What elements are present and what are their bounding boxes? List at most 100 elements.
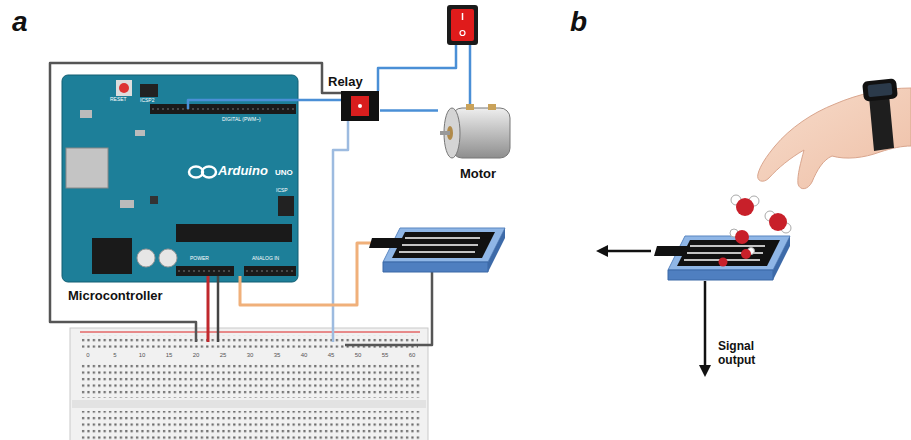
breadboard-number: 20 bbox=[193, 352, 200, 359]
board-marking: DIGITAL (PWM~) bbox=[222, 117, 261, 123]
humidity-sensor bbox=[690, 245, 765, 247]
water-molecule bbox=[741, 249, 751, 259]
breadboard-number: 25 bbox=[220, 352, 227, 359]
humidity-sensor bbox=[654, 246, 690, 256]
arduino-board bbox=[66, 148, 108, 188]
motor-symbol bbox=[452, 108, 510, 158]
wires bbox=[207, 276, 210, 342]
signal-arrow bbox=[704, 281, 707, 366]
breadboard bbox=[72, 400, 426, 408]
signal-label: Signal output bbox=[718, 340, 780, 368]
breadboard-number: 50 bbox=[355, 352, 362, 359]
board-marking: ANALOG IN bbox=[252, 256, 279, 262]
wires bbox=[50, 45, 470, 345]
humidity-sensor bbox=[392, 232, 495, 258]
breadboard-number: 5 bbox=[113, 352, 116, 359]
arduino-board bbox=[244, 266, 296, 276]
arduino-board bbox=[92, 238, 132, 274]
wires bbox=[345, 272, 432, 345]
signal-arrow bbox=[596, 245, 608, 257]
arduino-board bbox=[150, 196, 158, 204]
wires bbox=[50, 63, 341, 342]
humidity-sensor bbox=[405, 237, 480, 239]
wires bbox=[469, 45, 472, 106]
motor-symbol bbox=[488, 104, 496, 110]
arduino-board bbox=[159, 249, 177, 267]
node-label: Relay bbox=[328, 74, 380, 89]
board-logo: Arduino bbox=[218, 164, 268, 179]
water-molecule bbox=[736, 198, 754, 216]
node-label: Motor bbox=[438, 166, 518, 181]
wires bbox=[333, 121, 348, 342]
arduino-board bbox=[120, 200, 134, 208]
breadboard-number: 35 bbox=[274, 352, 281, 359]
humidity-sensor bbox=[668, 270, 773, 280]
humidity-sensor bbox=[369, 238, 405, 248]
arduino-board bbox=[119, 83, 129, 93]
wires bbox=[188, 100, 341, 109]
panel-label: a bbox=[12, 6, 28, 38]
motor-box: Motor bbox=[438, 100, 518, 181]
arduino-board bbox=[135, 130, 145, 136]
board-logo: UNO bbox=[275, 168, 293, 177]
board-marking: POWER bbox=[190, 256, 209, 262]
relay-symbol bbox=[341, 91, 379, 121]
arduino-board bbox=[176, 266, 234, 276]
arduino-board bbox=[202, 167, 216, 178]
board-marking: ICSP bbox=[276, 188, 288, 194]
motor-symbol bbox=[466, 104, 474, 110]
arduino-board bbox=[62, 75, 298, 282]
arduino-board bbox=[80, 110, 92, 118]
breadboard-number: 15 bbox=[166, 352, 173, 359]
rocker-switch bbox=[451, 9, 474, 41]
breadboard-number: 30 bbox=[247, 352, 254, 359]
relay-symbol bbox=[358, 104, 362, 108]
water-molecule bbox=[769, 213, 787, 231]
water-molecule bbox=[719, 195, 792, 267]
arduino-board bbox=[152, 109, 294, 110]
arduino-board bbox=[176, 224, 292, 242]
breadboard-number: 0 bbox=[86, 352, 89, 359]
relay-symbol bbox=[351, 96, 369, 116]
motor-symbol bbox=[440, 131, 450, 135]
motor-symbol bbox=[438, 100, 518, 166]
breadboard-number: 60 bbox=[409, 352, 416, 359]
humidity-sensor bbox=[369, 228, 505, 272]
wires bbox=[217, 276, 220, 342]
wires bbox=[378, 45, 456, 91]
board-marking: ICSP2 bbox=[140, 98, 154, 104]
humidity-sensor bbox=[677, 240, 780, 266]
arduino-board bbox=[116, 80, 132, 96]
panel-label: b bbox=[570, 6, 587, 38]
breadboard bbox=[80, 411, 420, 440]
hand bbox=[758, 78, 911, 188]
signal-arrow bbox=[596, 245, 711, 377]
humidity-sensor bbox=[654, 236, 790, 280]
breadboard-number: 40 bbox=[301, 352, 308, 359]
breadboard-number: 10 bbox=[139, 352, 146, 359]
humidity-sensor bbox=[402, 244, 478, 246]
water-molecule bbox=[719, 258, 728, 267]
arduino-board bbox=[278, 196, 294, 216]
wire-connector bbox=[380, 109, 438, 112]
arduino-board bbox=[137, 249, 155, 267]
wires bbox=[240, 243, 372, 305]
arduino-board bbox=[62, 75, 298, 282]
breadboard-number: 55 bbox=[382, 352, 389, 359]
arduino-board bbox=[140, 84, 158, 97]
rocker-switch bbox=[462, 13, 464, 20]
part-label: Microcontroller bbox=[68, 289, 163, 304]
relay-box: Relay bbox=[328, 74, 380, 121]
water-molecule bbox=[735, 230, 749, 244]
breadboard bbox=[80, 362, 420, 398]
rocker-switch bbox=[460, 31, 465, 36]
arduino-board bbox=[246, 271, 294, 272]
breadboard-number: 45 bbox=[328, 352, 335, 359]
hand bbox=[862, 78, 898, 101]
arduino-board bbox=[150, 104, 296, 114]
hand bbox=[867, 83, 892, 97]
breadboard bbox=[80, 332, 420, 333]
rocker-switch bbox=[447, 5, 478, 45]
board-marking: RESET bbox=[110, 97, 127, 103]
